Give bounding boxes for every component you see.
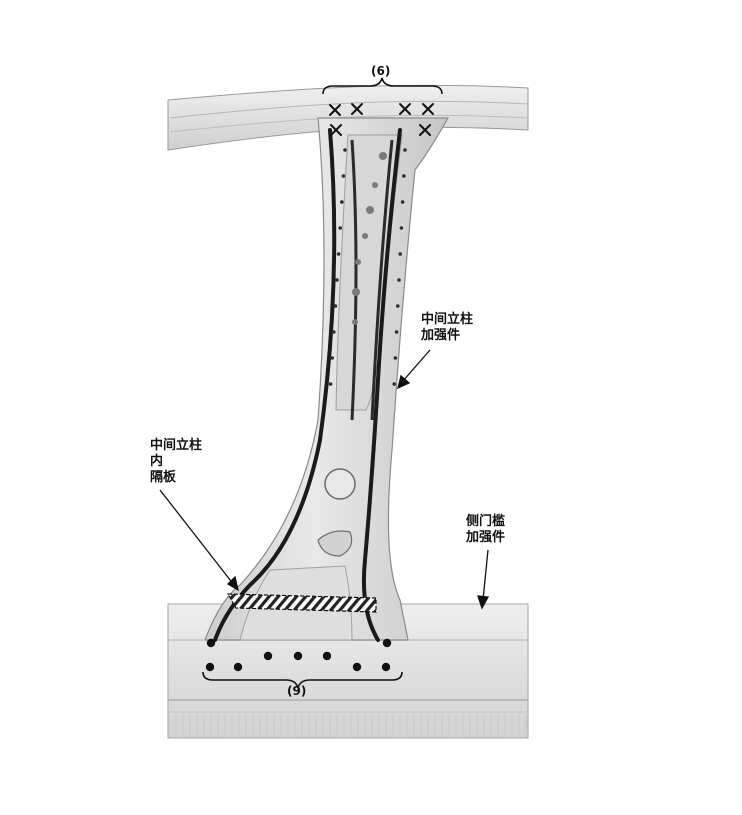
weld-x-mark — [419, 124, 431, 136]
arrow-pillar-reinforcement — [397, 374, 411, 390]
rib-hole — [366, 206, 374, 214]
weld-dot — [293, 651, 303, 661]
weld-dot — [381, 662, 391, 672]
rib-hole — [352, 288, 360, 296]
weld-dot — [233, 662, 243, 672]
weld-x-mark — [351, 103, 363, 115]
arrow-inner-baffle — [226, 575, 239, 592]
bottom-brace — [202, 671, 403, 689]
flange-hole — [328, 382, 333, 386]
weld-x-mark — [422, 103, 434, 115]
label-pillar-reinforcement: 中间立柱 加强件 — [421, 312, 473, 344]
rib-hole — [352, 319, 358, 325]
flange-hole — [343, 148, 347, 152]
top-brace — [322, 77, 443, 95]
flange-hole — [399, 226, 404, 230]
flange-hole — [330, 356, 335, 360]
weld-dot — [322, 651, 332, 661]
flange-hole — [400, 200, 405, 204]
flange-hole — [340, 200, 344, 204]
label-pillar-reinforcement-line1: 中间立柱 — [421, 312, 474, 327]
flange-hole — [394, 330, 399, 334]
rib-hole — [362, 233, 368, 239]
top-weld-marks — [329, 103, 434, 136]
weld-dot — [205, 662, 215, 672]
inner-baffle-hatch — [226, 593, 377, 613]
callout-bottom: (9) — [287, 684, 307, 698]
flange-hole — [338, 226, 343, 230]
weld-dot — [352, 662, 362, 672]
rib-hole — [379, 152, 387, 160]
label-pillar-reinforcement-line2: 加强件 — [421, 328, 461, 343]
label-sill-reinforcement-line2: 加强件 — [466, 530, 506, 545]
label-pillar-inner-baffle: 中间立柱 内 隔板 — [150, 438, 202, 486]
weld-dot — [206, 638, 216, 648]
flange-hole — [393, 356, 398, 360]
flange-hole — [335, 278, 339, 282]
label-inner-baffle-line1: 中间立柱 — [150, 438, 203, 453]
flange-hole — [396, 304, 400, 308]
flange-hole — [332, 330, 336, 334]
flange-hole — [402, 174, 406, 178]
flange-hole — [336, 252, 341, 256]
flange-hole — [333, 304, 338, 308]
label-inner-baffle-line2: 内 — [150, 454, 164, 469]
flange-hole — [341, 174, 346, 178]
rib-hole — [355, 259, 361, 265]
arrow-sill-reinforcement — [477, 595, 490, 610]
weld-x-mark — [399, 103, 411, 115]
flange-hole — [392, 382, 397, 386]
flange-hole — [403, 148, 407, 152]
label-sill-reinforcement-line1: 侧门槛 — [466, 514, 506, 529]
leader-arrows — [159, 349, 490, 610]
weld-dot — [263, 651, 273, 661]
flange-hole — [397, 278, 401, 282]
bottom-weld-dots — [205, 638, 392, 672]
label-sill-reinforcement: 侧门槛 加强件 — [466, 514, 505, 546]
weld-x-mark — [329, 104, 341, 116]
flange-hole — [398, 252, 403, 256]
center-pillar — [204, 117, 450, 642]
label-inner-baffle-line3: 隔板 — [150, 470, 177, 485]
weld-x-mark — [330, 124, 342, 136]
callout-top: (6) — [371, 64, 391, 78]
weld-dot — [382, 638, 392, 648]
rib-hole — [372, 182, 378, 188]
